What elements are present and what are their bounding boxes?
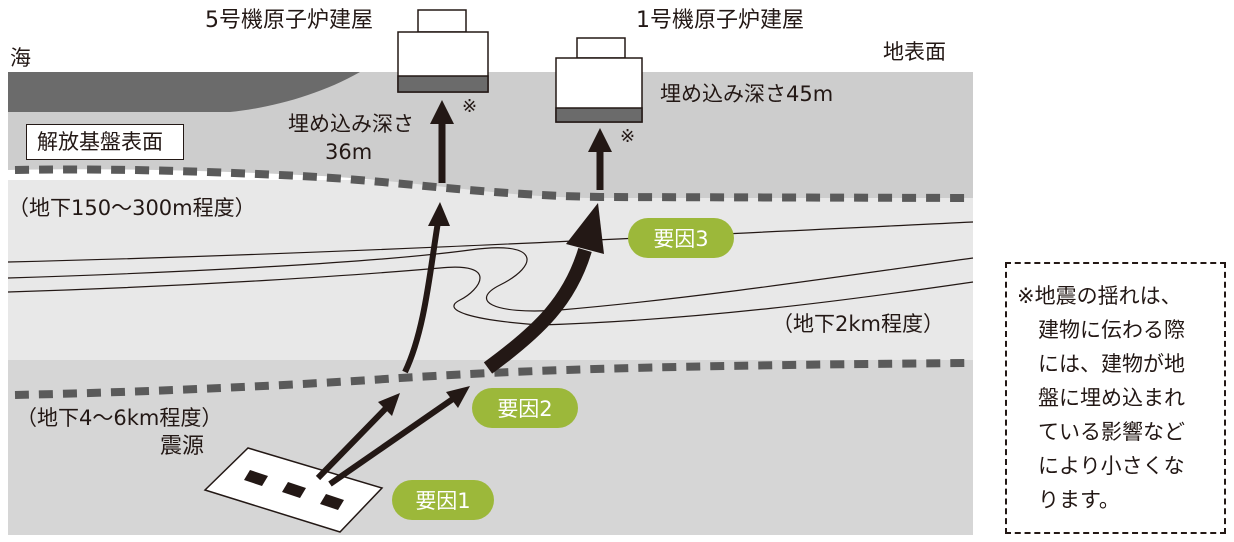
middle-layer (8, 180, 973, 360)
bedrock-boundary-line (14, 165, 971, 202)
depth-4-6km-label: （地下4〜6km程度） (16, 406, 223, 430)
arrow-up-unit5 (430, 100, 454, 183)
note-line: ※地震の揺れは、 (1017, 284, 1182, 308)
unit1-depth-label: 埋め込み深さ45m (660, 82, 834, 106)
note-line: ている影響など (1038, 420, 1185, 444)
note-line: 建物に伝わる際 (1038, 318, 1185, 342)
factor3-badge: 要因3 (628, 218, 734, 258)
factor2-label: 要因2 (497, 397, 552, 421)
arrow-epicenter-to-right (328, 386, 470, 487)
note-line: には、建物が地 (1038, 352, 1185, 376)
unit5-building-label: 5号機原子炉建屋 (205, 8, 373, 33)
unit1-asterisk: ※ (620, 126, 636, 147)
note-box: ※地震の揺れは、 建物に伝わる際 には、建物が地 盤に埋め込まれ ている影響など… (1005, 262, 1226, 534)
arrow-to-unit5-bedrock (402, 202, 450, 374)
strata-line (7, 247, 974, 312)
deep-boundary-line (14, 359, 971, 399)
epicenter-label: 震源 (160, 434, 205, 459)
sea-label: 海 (10, 46, 31, 70)
factor1-label: 要因1 (415, 489, 470, 513)
depth-2km-label: （地下2km程度） (772, 312, 944, 336)
unit5-depth-label-line1: 埋め込み深さ (288, 112, 414, 136)
arrow-epicenter-to-left (315, 393, 400, 481)
note-line: ります。 (1038, 488, 1120, 512)
epicenter-plate (203, 447, 384, 533)
unit1-reactor-building (555, 37, 643, 123)
factor1-badge: 要因1 (392, 480, 494, 520)
depth-150-300-label: （地下150〜300m程度） (8, 196, 256, 220)
strata-line (7, 221, 974, 263)
factor3-label: 要因3 (653, 227, 708, 251)
note-line: 盤に埋め込まれ (1038, 386, 1185, 410)
bedrock-surface-plate: 解放基盤表面 (26, 124, 184, 160)
strata-line (7, 266, 974, 326)
note-line: により小さくな (1038, 454, 1185, 478)
bedrock-surface-label: 解放基盤表面 (37, 130, 163, 154)
unit1-building-label: 1号機原子炉建屋 (636, 8, 804, 33)
unit5-asterisk: ※ (462, 96, 478, 117)
arrow-up-unit1 (588, 128, 612, 190)
sea-floor (8, 72, 360, 112)
unit5-depth-label-line2: 36m (325, 140, 373, 164)
arrow-to-unit1-bedrock (483, 203, 604, 374)
factor2-badge: 要因2 (472, 388, 578, 428)
unit5-reactor-building (397, 9, 489, 93)
ground-surface-label: 地表面 (883, 40, 946, 64)
